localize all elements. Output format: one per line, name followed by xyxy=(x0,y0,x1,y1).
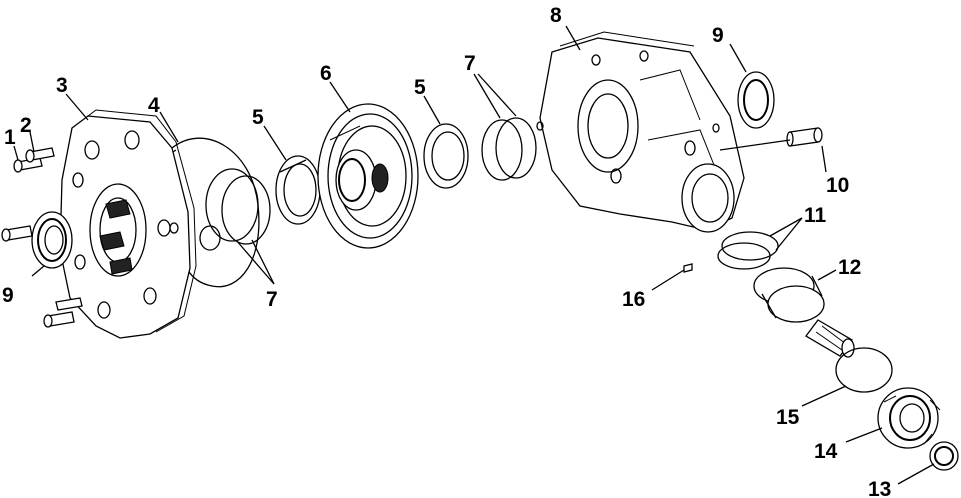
part-15-oring xyxy=(835,347,893,393)
callout-3: 3 xyxy=(56,74,68,97)
part-10-plug xyxy=(786,127,823,147)
callout-14: 14 xyxy=(814,440,838,463)
part-7-orings-right xyxy=(481,117,537,181)
callout-labels: 1 2 3 4 5 6 5 7 7 8 9 9 10 11 12 13 14 1… xyxy=(2,4,891,498)
part-2-bolt xyxy=(25,147,55,163)
callout-12: 12 xyxy=(838,256,861,279)
callout-6: 6 xyxy=(320,62,332,85)
part-9-seal-right xyxy=(737,71,775,129)
part-14-bearing-nut xyxy=(877,387,941,449)
part-16-pin xyxy=(683,263,693,273)
callout-8: 8 xyxy=(550,4,562,27)
callout-5-left: 5 xyxy=(252,106,264,129)
part-5-bearing-left xyxy=(275,155,321,225)
callout-5-right: 5 xyxy=(414,76,426,99)
callout-11: 11 xyxy=(804,204,827,227)
part-9-seal-left xyxy=(31,211,73,269)
part-3-cover-plate xyxy=(59,109,221,339)
callout-9-right: 9 xyxy=(712,24,724,47)
part-12-pinion-shaft xyxy=(753,267,855,358)
callout-7-bottom: 7 xyxy=(266,288,278,311)
part-5-bearing-right xyxy=(423,123,469,189)
callout-13: 13 xyxy=(868,478,891,498)
callout-4: 4 xyxy=(148,94,160,117)
callout-9-left: 9 xyxy=(2,284,14,307)
callout-1: 1 xyxy=(4,126,16,149)
part-13-seal xyxy=(929,441,959,471)
part-6-gear-assembly xyxy=(317,103,419,249)
part-7-orings-left xyxy=(205,168,271,245)
callout-15: 15 xyxy=(776,406,800,429)
callout-10: 10 xyxy=(826,174,849,197)
callout-2: 2 xyxy=(20,114,32,137)
callout-7-top: 7 xyxy=(464,52,476,75)
leader-lines xyxy=(13,25,935,485)
part-11-rings xyxy=(717,231,779,270)
part-8-main-housing xyxy=(536,31,745,233)
callout-16: 16 xyxy=(622,288,645,311)
